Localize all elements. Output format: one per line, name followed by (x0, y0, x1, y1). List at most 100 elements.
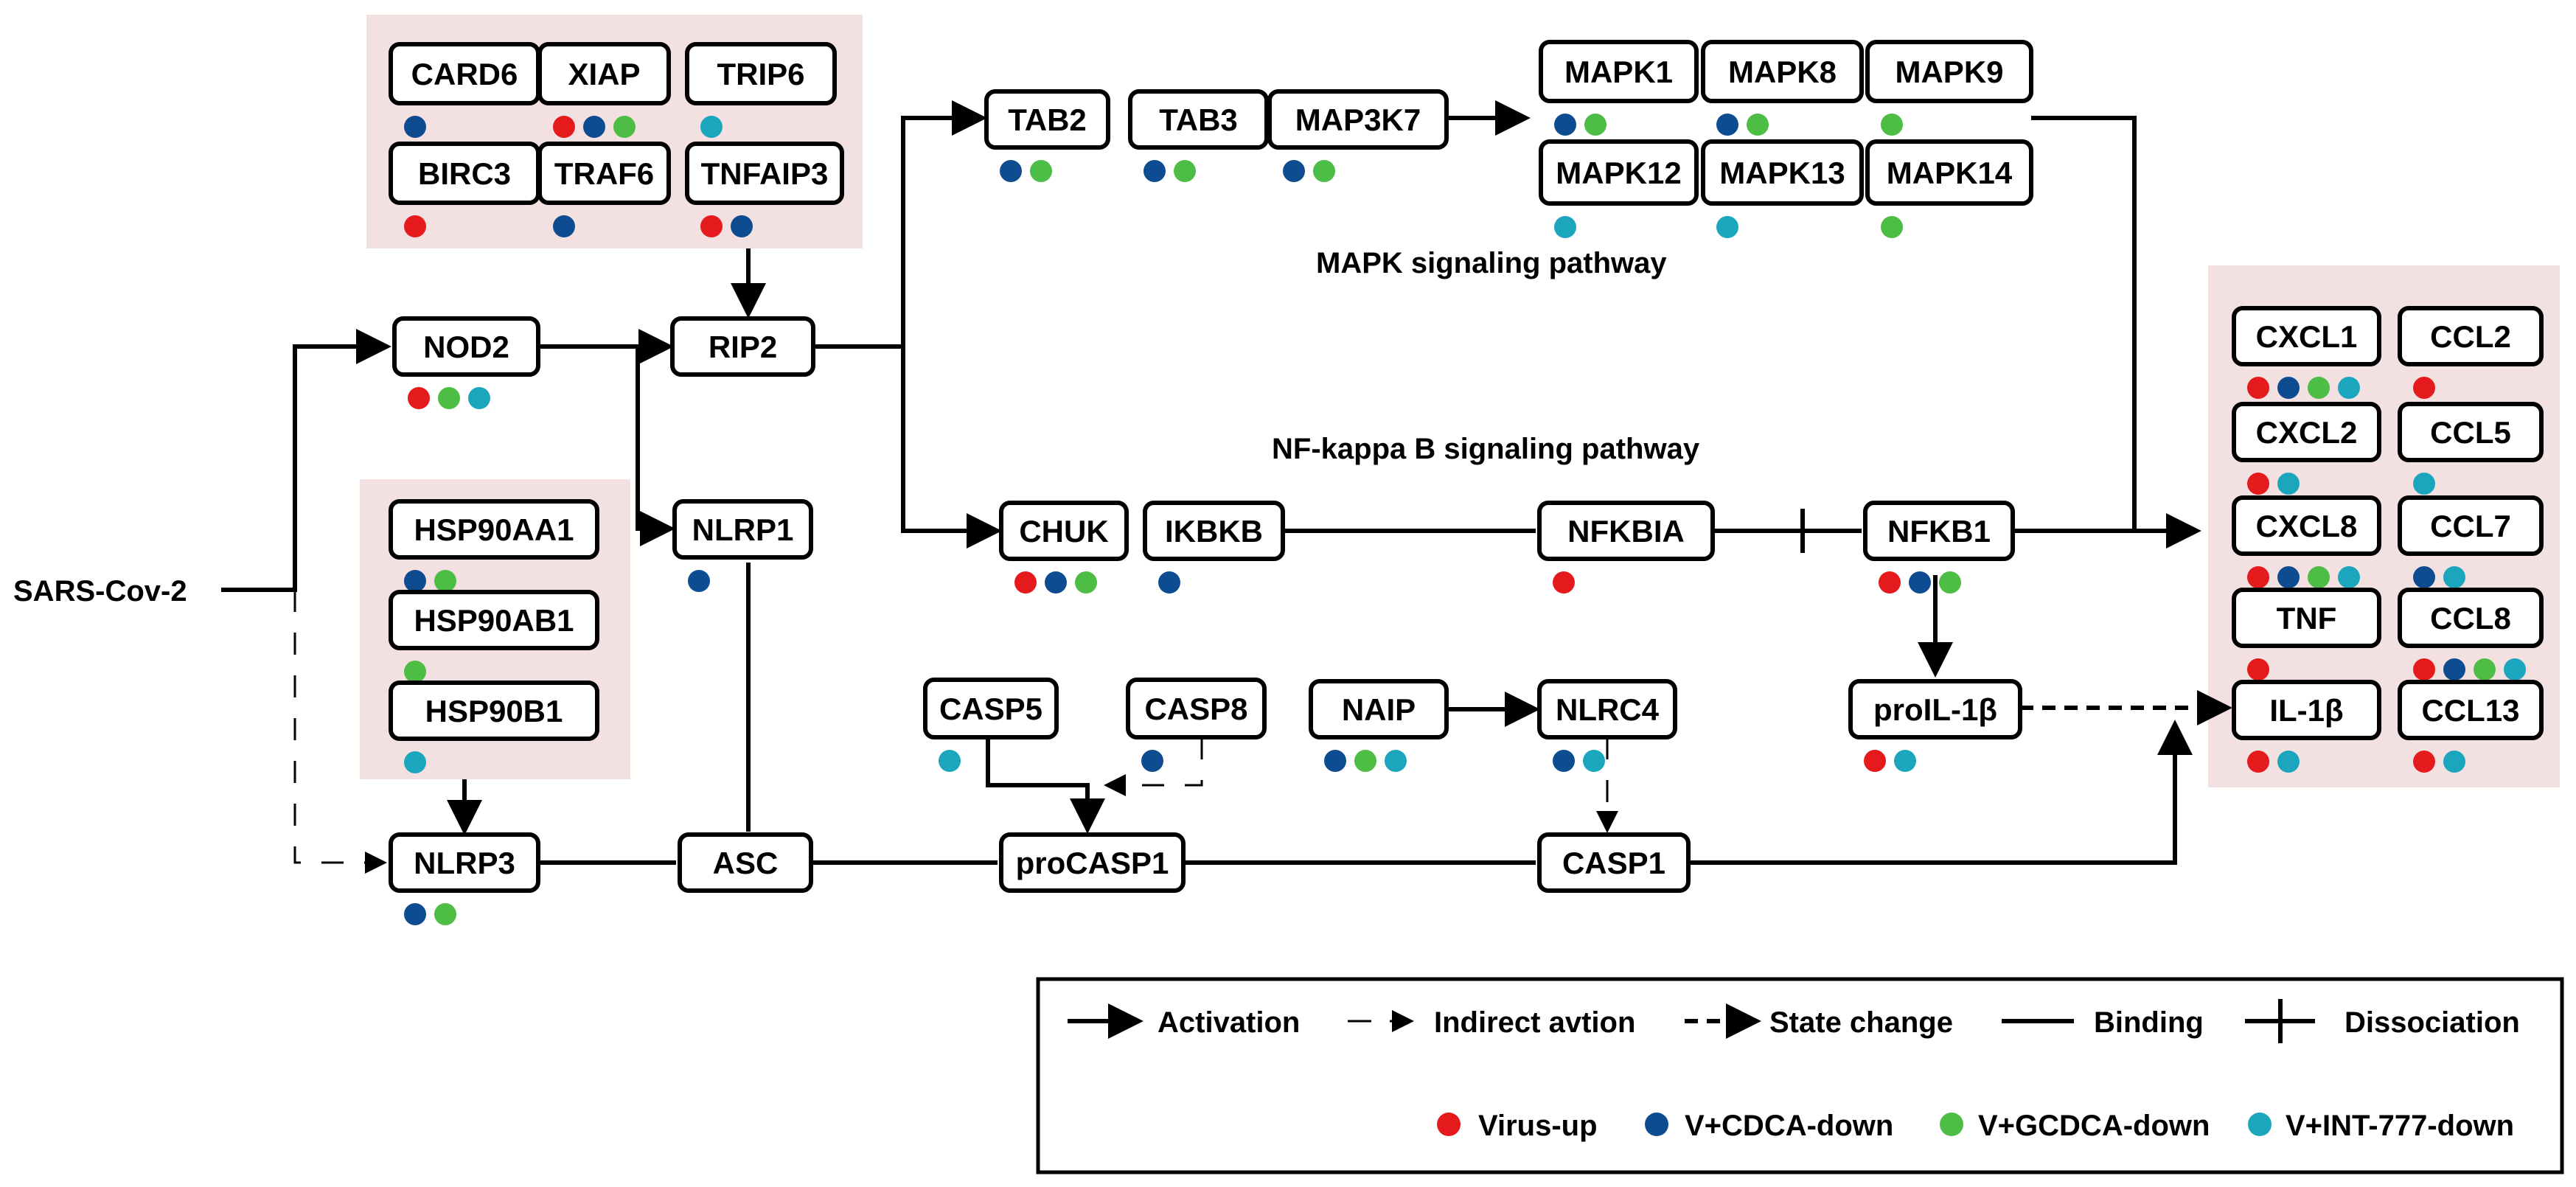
node-nlrc4-label: NLRC4 (1556, 692, 1660, 727)
node-ccl8-int777-down-dot (2504, 658, 2526, 680)
node-nod2-int777-down-dot (468, 387, 490, 409)
node-mapk14-label: MAPK14 (1887, 156, 2013, 190)
node-hsp90ab1: HSP90AB1 (389, 590, 599, 683)
legend-gcdca-down-label: V+GCDCA-down (1978, 1110, 2210, 1142)
node-mapk8-box (1701, 40, 1864, 103)
node-mapk8-label: MAPK8 (1728, 55, 1837, 89)
node-card6-cdca-down-dot (404, 116, 426, 138)
node-birc3-label: BIRC3 (418, 156, 511, 191)
node-nfkb1: NFKB1 (1863, 501, 2015, 594)
node-il1b-virus-up-dot (2247, 751, 2269, 773)
node-casp8-label: CASP8 (1144, 692, 1247, 726)
node-tab3-label: TAB3 (1159, 102, 1238, 137)
node-nlrp3-gcdca-down-dot (434, 903, 456, 925)
node-traf6-label: TRAF6 (554, 156, 654, 191)
node-mapk8-cdca-down-dot (1716, 114, 1738, 136)
node-xiap: XIAP (537, 42, 671, 138)
node-cxcl1-label: CXCL1 (2256, 319, 2358, 354)
node-mapk1-label: MAPK1 (1564, 55, 1673, 89)
node-rip2-label: RIP2 (709, 330, 777, 364)
node-ccl5: CCL5 (2398, 402, 2544, 495)
node-ccl5-box (2398, 402, 2544, 462)
node-cxcl2-virus-up-dot (2247, 473, 2269, 495)
node-mapk12-int777-down-dot (1554, 216, 1576, 238)
node-procasp1-label: proCASP1 (1016, 846, 1169, 880)
node-ccl7-box (2398, 495, 2544, 556)
edge-casp8-procasp1 (1104, 737, 1203, 796)
node-tnfaip3-label: TNFAIP3 (701, 156, 829, 191)
node-cxcl2-label: CXCL2 (2256, 415, 2358, 450)
edge-rip2-tab2 (813, 100, 987, 349)
node-casp1-label: CASP1 (1562, 846, 1665, 880)
node-mapk13: MAPK13 (1701, 139, 1864, 238)
node-tab3-gcdca-down-dot (1174, 160, 1196, 182)
legend-virus-up-label: Virus-up (1478, 1110, 1598, 1142)
node-map3k7: MAP3K7 (1267, 89, 1449, 182)
node-ccl2-virus-up-dot (2413, 377, 2435, 399)
node-tnf-label: TNF (2277, 601, 2337, 636)
node-nfkb1-virus-up-dot (1879, 571, 1901, 594)
node-naip: NAIP (1309, 679, 1449, 772)
legend-dissociation-label: Dissociation (2344, 1006, 2520, 1039)
node-cxcl8-box (2232, 495, 2381, 556)
node-procasp1: proCASP1 (999, 832, 1186, 893)
node-map3k7-gcdca-down-dot (1313, 160, 1335, 182)
node-trip6-label: TRIP6 (717, 57, 804, 91)
node-casp5: CASP5 (923, 678, 1059, 772)
node-cxcl8-gcdca-down-dot (2308, 566, 2330, 588)
node-hsp90ab1-gcdca-down-dot (404, 661, 426, 683)
node-trip6-box (685, 42, 837, 105)
node-cxcl2: CXCL2 (2232, 402, 2381, 495)
nfkb-pathway-label: NF-kappa B signaling pathway (1272, 433, 1700, 465)
legend-frame (1036, 977, 2564, 1174)
node-tnfaip3-box (685, 142, 844, 205)
node-cxcl1-virus-up-dot (2247, 377, 2269, 399)
node-cxcl1-box (2232, 306, 2381, 366)
node-nlrp1-cdca-down-dot (688, 570, 710, 592)
node-casp1: CASP1 (1537, 832, 1691, 893)
node-mapk1-gcdca-down-dot (1584, 114, 1606, 136)
node-cxcl8-virus-up-dot (2247, 566, 2269, 588)
node-map3k7-box (1267, 89, 1449, 150)
node-cxcl1: CXCL1 (2232, 306, 2381, 399)
node-ccl8-virus-up-dot (2413, 658, 2435, 680)
node-mapk8: MAPK8 (1701, 40, 1864, 136)
node-casp5-box (923, 678, 1059, 739)
edge-casp1-il1b (1688, 720, 2193, 865)
node-rip2: RIP2 (670, 316, 815, 377)
node-proil1b: proIL-1β (1848, 679, 2022, 772)
edges (221, 100, 2232, 874)
node-ccl7-cdca-down-dot (2413, 566, 2435, 588)
legend-cdca-down-dot (1645, 1113, 1668, 1136)
node-casp8-box (1126, 678, 1267, 739)
node-hsp90ab1-box (389, 590, 599, 650)
node-nlrp3-label: NLRP3 (414, 846, 515, 880)
node-tab3-box (1128, 89, 1269, 150)
node-tab2-gcdca-down-dot (1030, 160, 1052, 182)
node-asc-label: ASC (713, 846, 779, 880)
node-hsp90b1-label: HSP90B1 (425, 694, 563, 728)
node-ccl8: CCL8 (2398, 588, 2544, 680)
source-label: SARS-Cov-2 (13, 575, 187, 608)
node-mapk9-box (1865, 40, 2033, 103)
node-nod2-box (392, 316, 540, 377)
node-xiap-label: XIAP (568, 57, 640, 91)
node-hsp90b1: HSP90B1 (389, 680, 599, 773)
node-nod2-gcdca-down-dot (438, 387, 460, 409)
node-rip2-box (670, 316, 815, 377)
node-ccl5-int777-down-dot (2413, 473, 2435, 495)
node-hsp90aa1-label: HSP90AA1 (414, 512, 574, 547)
node-casp8-cdca-down-dot (1141, 750, 1163, 772)
node-nfkbia-label: NFKBIA (1567, 514, 1685, 549)
node-cxcl8-cdca-down-dot (2277, 566, 2300, 588)
node-naip-gcdca-down-dot (1354, 750, 1376, 772)
node-xiap-cdca-down-dot (583, 116, 605, 138)
node-mapk8-gcdca-down-dot (1747, 114, 1769, 136)
node-hsp90ab1-label: HSP90AB1 (414, 603, 574, 638)
node-card6: CARD6 (389, 42, 540, 138)
node-ccl2: CCL2 (2398, 306, 2544, 399)
node-chuk-gcdca-down-dot (1075, 571, 1097, 594)
node-cxcl8: CXCL8 (2232, 495, 2381, 588)
node-ikbkb-cdca-down-dot (1158, 571, 1180, 594)
